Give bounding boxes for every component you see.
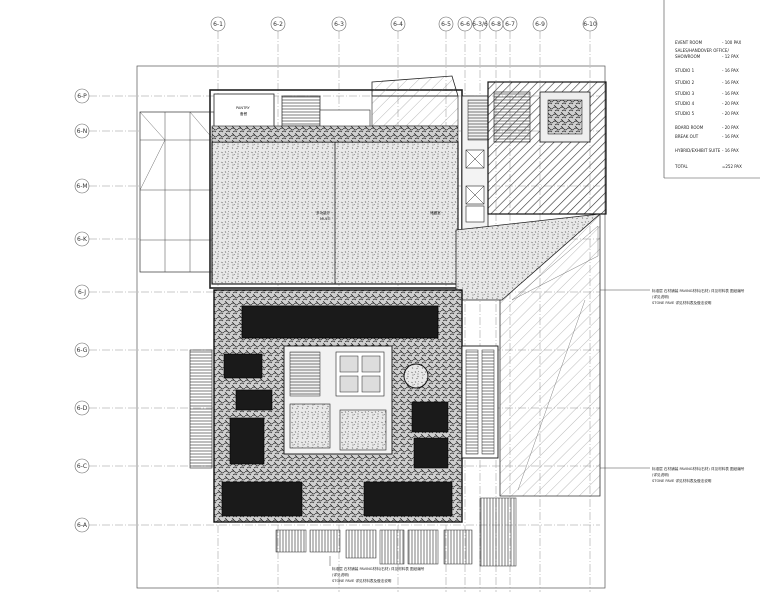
grid-row-label: 6-K [77, 236, 88, 243]
grid-row-label: 6-D [77, 405, 88, 412]
grid-column-bubble [331, 16, 347, 32]
grid-column-label: 6-3/6 [472, 21, 488, 28]
grid-column-label: 6-5 [441, 21, 451, 28]
grid-column-label: 6-3 [334, 21, 344, 28]
side-room-label: 储藏室 [430, 210, 441, 215]
note3-line2: (详见说明) [332, 572, 350, 577]
grid-column-bubble [210, 16, 226, 32]
pantry-room: PANTRY 备餐 [213, 93, 275, 129]
note3-line3: STONE PAVE 详见材料表及做法说明 [332, 578, 392, 583]
stair-top [281, 95, 371, 129]
schedule-room-name: SALES/HANDOVER OFFICE/ [675, 48, 729, 53]
hall-label-en: MULTI [320, 217, 331, 221]
grid-row-bubble [74, 123, 90, 139]
plant-room-hatched [487, 81, 607, 215]
grid-row-label: 6-N [77, 128, 87, 135]
schedule-room-name: TOTAL [674, 164, 688, 169]
schedule-room-name: SHOWROOM [675, 54, 701, 59]
schedule-room-capacity: - 100 PAX [722, 40, 742, 45]
grid-row-label: 6-A [77, 522, 88, 529]
entry-steps [275, 497, 517, 567]
schedule-room-capacity: - 20 PAX [722, 101, 739, 106]
grid-row-bubble [74, 284, 90, 300]
grid-row-bubble [74, 88, 90, 104]
grid-column-bubble [438, 16, 454, 32]
grid-column-label: 6-2 [273, 21, 283, 28]
schedule-room-capacity: - 16 PAX [722, 68, 739, 73]
grid-column-label: 6-6 [460, 21, 470, 28]
lower-floor [213, 289, 463, 523]
grid-row-label: 6-M [76, 183, 87, 190]
schedule-room-capacity: - 20 PAX [722, 125, 739, 130]
schedule-room-name: BREAK OUT [675, 134, 699, 139]
left-stairs [189, 349, 213, 469]
canopy-structure [139, 111, 215, 273]
grid-column-label: 6-7 [505, 21, 515, 28]
schedule-room-capacity: - 20 PAX [722, 111, 739, 116]
schedule-room-capacity: - 16 PAX [722, 80, 739, 85]
event-hall: 多功能厅 MULTI 储藏室 [211, 141, 459, 285]
grid-row-label: 6-G [77, 347, 88, 354]
grid-column-label: 6-4 [393, 21, 403, 28]
grid-row-bubble [74, 458, 90, 474]
schedule-room-name: STUDIO 3 [675, 91, 695, 96]
escalators [461, 345, 499, 459]
grid-row-label: 6-C [77, 463, 87, 470]
grid-column-bubble [390, 16, 406, 32]
schedule-room-name: BOARD ROOM [675, 125, 704, 130]
grid-row-bubble [74, 400, 90, 416]
note1-line3: STONE PAVE 详见材料表及做法说明 [652, 300, 712, 305]
landscape-area [455, 213, 602, 497]
schedule-room-name: EVENT ROOM [675, 40, 703, 45]
grid-row-bubble [74, 342, 90, 358]
grid-row-bubble [74, 231, 90, 247]
grid-column-bubble [502, 16, 518, 32]
note3-line1: 标准层 石材铺装 PAVING材料(石材) 详见材料表 图纸编号 [332, 566, 425, 571]
schedule-room-capacity: - 16 PAX [722, 91, 739, 96]
note2-line2: (详见说明) [652, 472, 670, 477]
schedule-room-capacity: =252 PAX [722, 164, 742, 169]
schedule-room-name: HYBRID/EXHIBIT SUITE [675, 148, 721, 153]
grid-column-bubble [270, 16, 286, 32]
schedule-room-name: STUDIO 2 [675, 80, 695, 85]
grid-row-bubble [74, 178, 90, 194]
grid-row-label: 6-J [78, 289, 86, 296]
annotation-notes: 标准层 石材铺装 PAVING材料(石材) 详见材料表 图纸编号 (详见说明) … [329, 288, 745, 583]
planter-top [241, 305, 439, 339]
schedule-room-name: STUDIO 1 [675, 68, 695, 73]
note1-line2: (详见说明) [652, 294, 670, 299]
site-boundary [136, 65, 606, 589]
hall-label: 多功能厅 [316, 210, 331, 215]
grid-column-label: 6-8 [491, 21, 501, 28]
schedule-room-capacity: - 12 PAX [722, 54, 739, 59]
grid-column-bubble [582, 16, 598, 32]
grid-row-bubble [74, 517, 90, 533]
schedule-room-name: STUDIO 5 [675, 111, 695, 116]
grid-row-label: 6-P [77, 93, 87, 100]
service-core [461, 95, 489, 247]
schedule-room-capacity: - 16 PAX [722, 148, 739, 153]
grid-column-label: 6-9 [535, 21, 545, 28]
schedule-room-capacity: - 16 PAX [722, 134, 739, 139]
room-schedule: EVENT ROOM - 100 PAX SALES/HANDOVER OFFICE… [663, 0, 760, 179]
note2-line1: 标准层 石材铺装 PAVING材料(石材) 详见材料表 图纸编号 [652, 466, 745, 471]
grid-column-label: 6-10 [583, 21, 597, 28]
note1-line1: 标准层 石材铺装 PAVING材料(石材) 详见材料表 图纸编号 [652, 288, 745, 293]
note2-line3: STONE PAVE 详见材料表及做法说明 [652, 478, 712, 483]
schedule-room-name: STUDIO 4 [675, 101, 695, 106]
grid-column-label: 6-1 [213, 21, 223, 28]
pantry-label-cn: 备餐 [240, 111, 248, 116]
grid-column-bubble [472, 16, 488, 32]
grid-column-bubble [532, 16, 548, 32]
grid-column-bubble [457, 16, 473, 32]
pantry-label: PANTRY [236, 106, 251, 110]
